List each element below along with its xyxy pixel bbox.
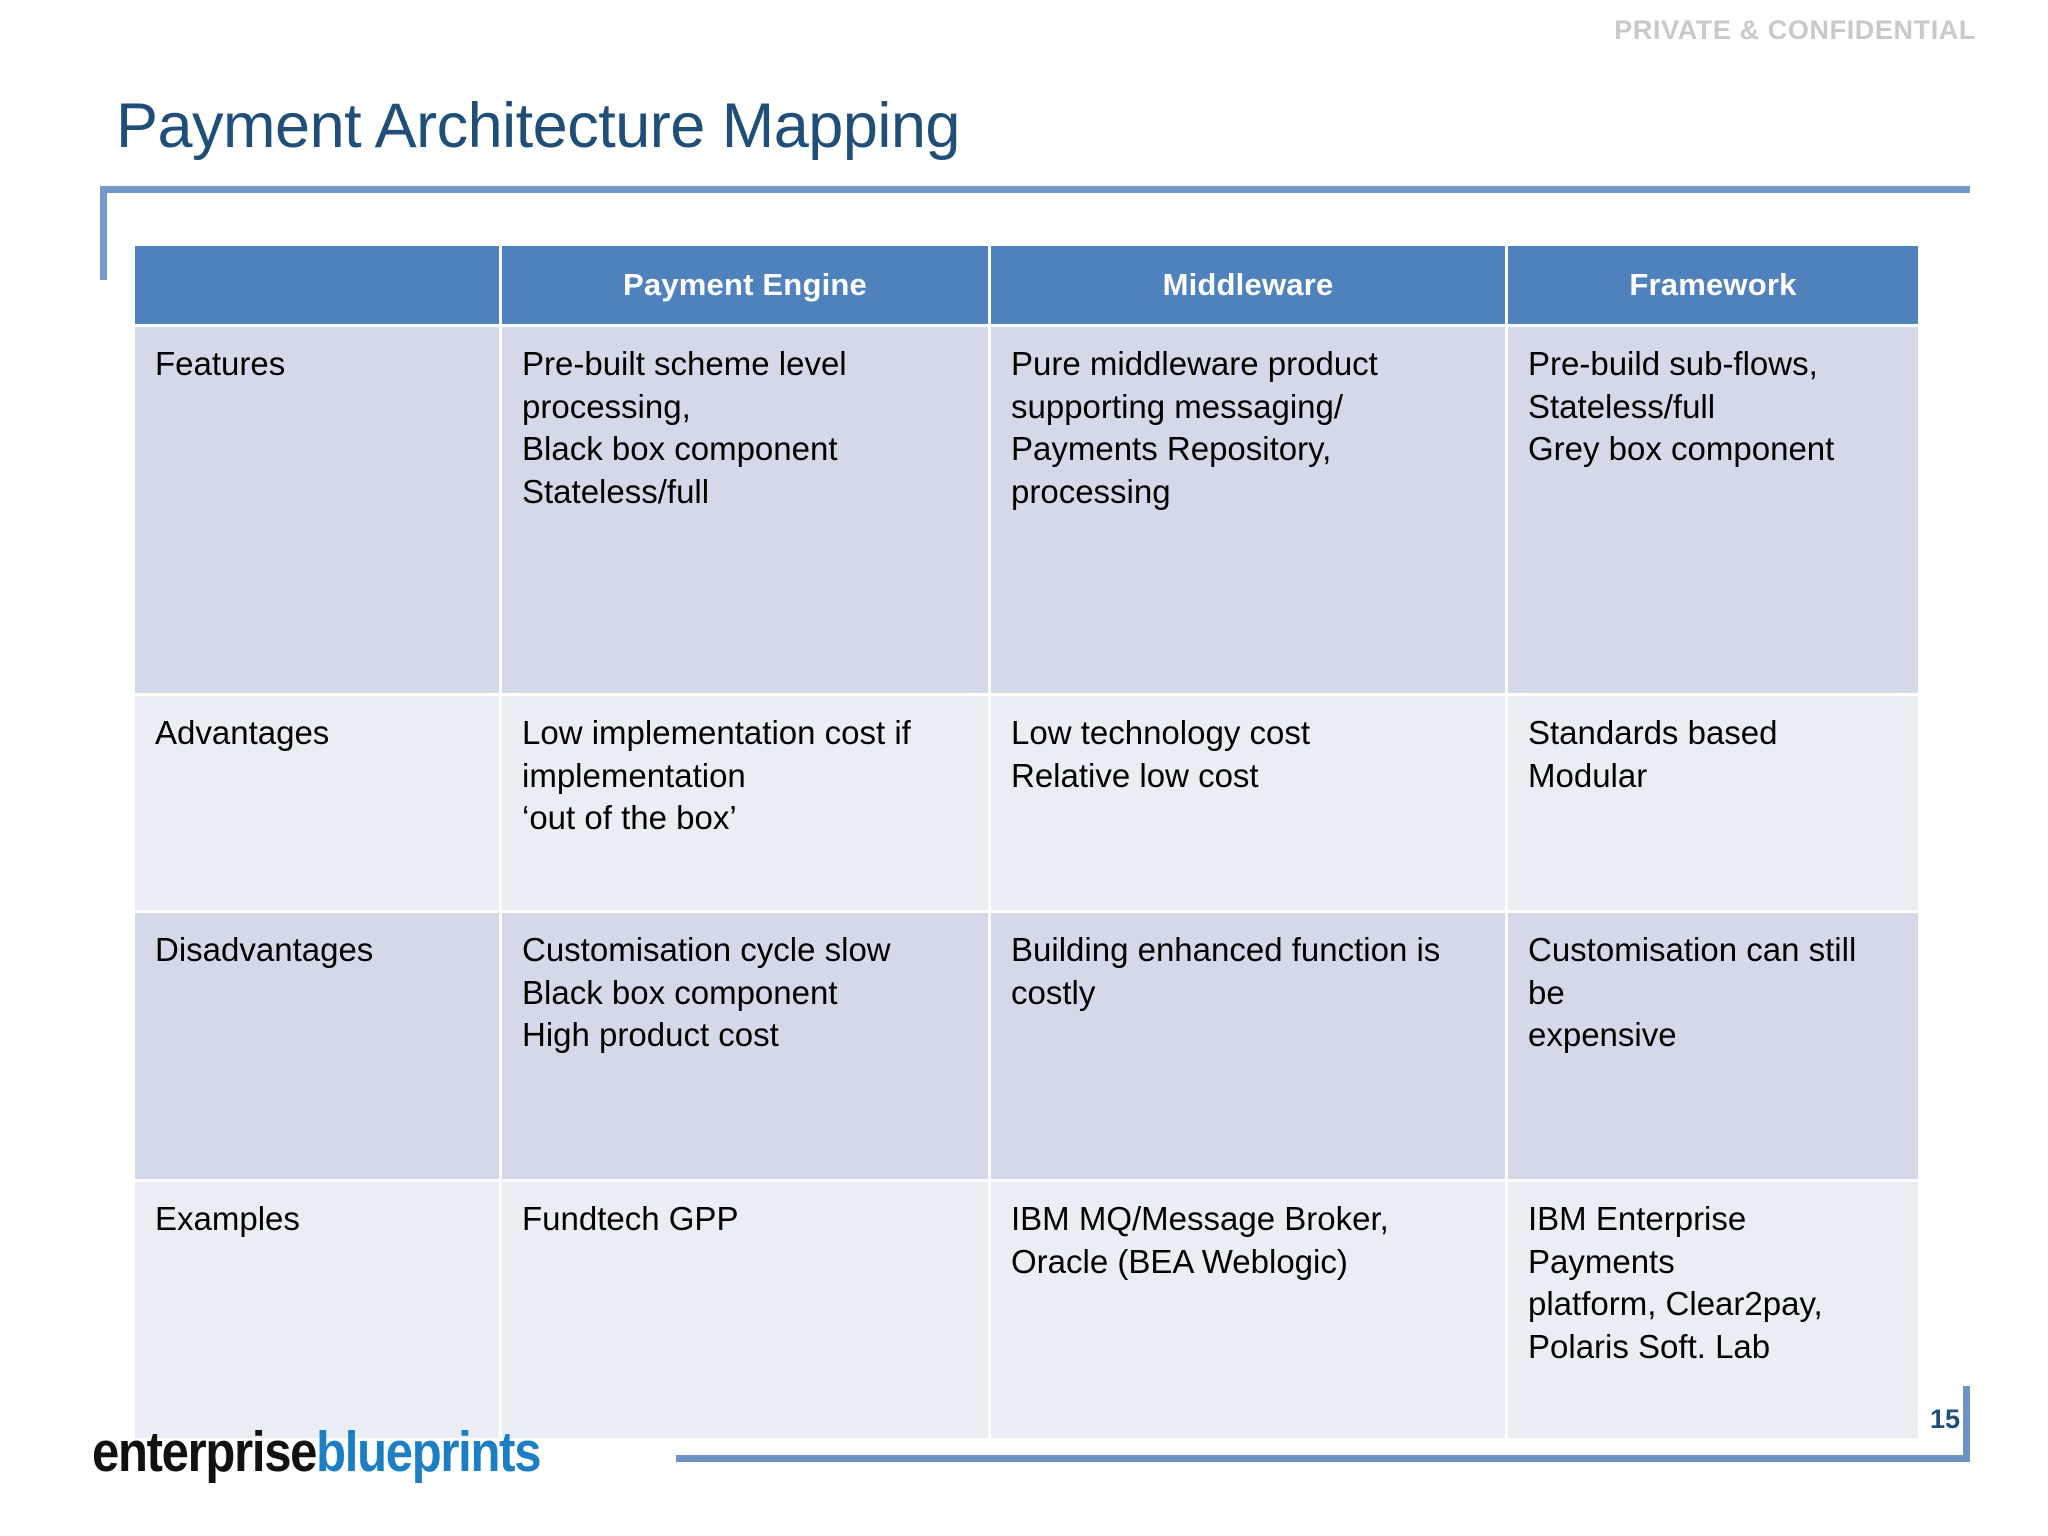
cell-advantages-framework: Standards based Modular [1508, 696, 1918, 910]
cell-disadvantages-middleware: Building enhanced function is costly [991, 913, 1505, 1179]
logo-text-enterprise: enterprise [92, 1420, 317, 1484]
table-header-row: Payment Engine Middleware Framework [135, 246, 1918, 324]
page-title: Payment Architecture Mapping [116, 91, 960, 161]
title-left-rule [100, 186, 107, 280]
column-header-middleware: Middleware [991, 246, 1505, 324]
cell-disadvantages-framework: Customisation can still be expensive [1508, 913, 1918, 1179]
page-number: 15 [1929, 1404, 1960, 1434]
logo-text-blueprints: blueprints [316, 1420, 541, 1484]
payment-architecture-matrix: Payment Engine Middleware Framework Feat… [132, 243, 1921, 1441]
row-label-examples: Examples [135, 1182, 499, 1438]
row-label-features: Features [135, 327, 499, 693]
comparison-table-container: Payment Engine Middleware Framework Feat… [132, 243, 1918, 1441]
column-header-payment-engine: Payment Engine [502, 246, 988, 324]
table-row: Advantages Low implementation cost if im… [135, 696, 1918, 910]
table-row: Examples Fundtech GPP IBM MQ/Message Bro… [135, 1182, 1918, 1438]
column-header-framework: Framework [1508, 246, 1918, 324]
footer-right-rule [1963, 1386, 1970, 1462]
cell-examples-payment-engine: Fundtech GPP [502, 1182, 988, 1438]
cell-features-framework: Pre-build sub-flows, Stateless/full Grey… [1508, 327, 1918, 693]
cell-advantages-payment-engine: Low implementation cost if implementatio… [502, 696, 988, 910]
cell-features-payment-engine: Pre-built scheme level processing, Black… [502, 327, 988, 693]
table-row: Features Pre-built scheme level processi… [135, 327, 1918, 693]
cell-examples-middleware: IBM MQ/Message Broker, Oracle (BEA Weblo… [991, 1182, 1505, 1438]
cell-disadvantages-payment-engine: Customisation cycle slow Black box compo… [502, 913, 988, 1179]
cell-features-middleware: Pure middleware product supporting messa… [991, 327, 1505, 693]
confidential-stamp: PRIVATE & CONFIDENTIAL [1614, 15, 1976, 45]
row-label-disadvantages: Disadvantages [135, 913, 499, 1179]
cell-advantages-middleware: Low technology cost Relative low cost [991, 696, 1505, 910]
footer-rule [676, 1455, 1970, 1462]
cell-examples-framework: IBM Enterprise Payments platform, Clear2… [1508, 1182, 1918, 1438]
row-label-advantages: Advantages [135, 696, 499, 910]
title-underline-rule [100, 186, 1970, 193]
table-row: Disadvantages Customisation cycle slow B… [135, 913, 1918, 1179]
enterprise-blueprints-logo: enterpriseblueprints [92, 1424, 541, 1481]
column-header-blank [135, 246, 499, 324]
